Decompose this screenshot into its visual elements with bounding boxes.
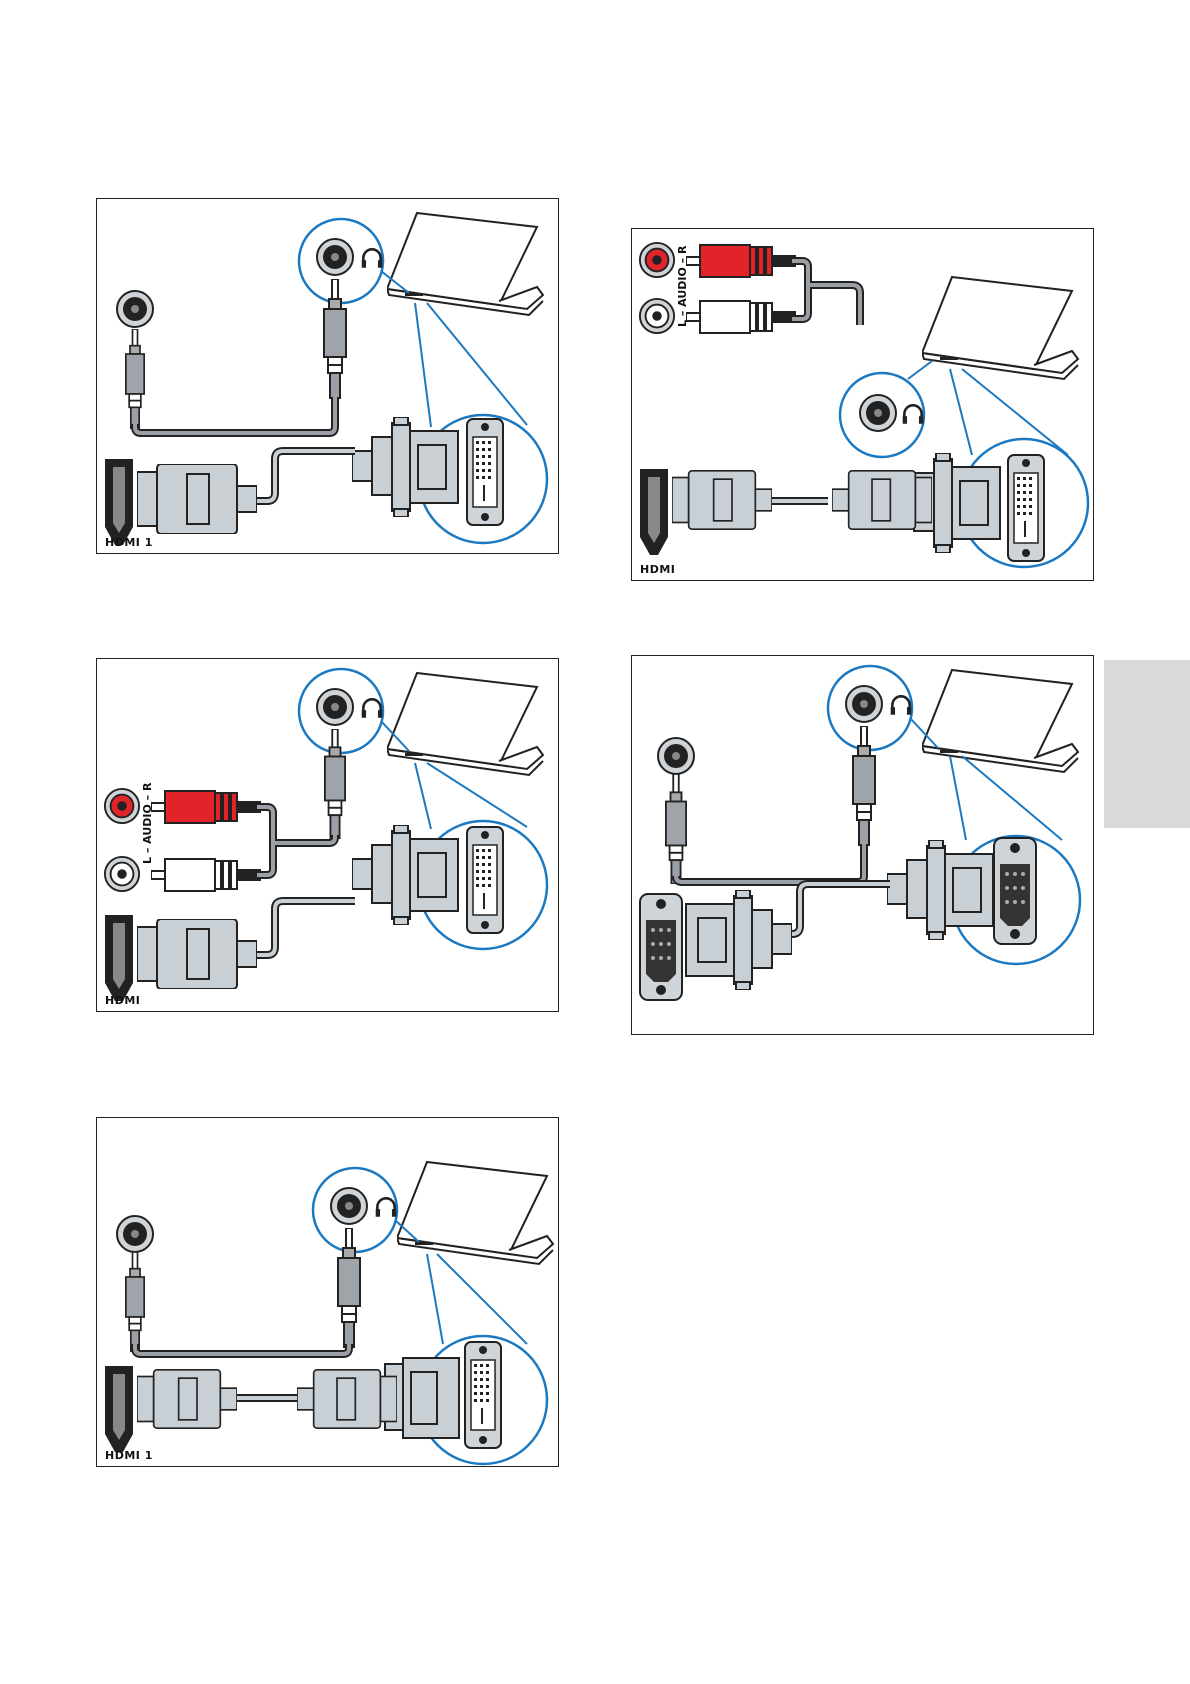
dvi-port-icon bbox=[465, 1342, 501, 1448]
panel-1-drawing bbox=[97, 199, 560, 555]
audio-jack-icon bbox=[117, 291, 153, 327]
diagram-panel-3: L – AUDIO – R HDMI bbox=[631, 228, 1094, 581]
hdmi-port-icon bbox=[640, 469, 668, 555]
rca-jack-icon bbox=[105, 857, 139, 891]
diagram-panel-5: HDMI 1 bbox=[96, 1117, 559, 1467]
hdmi-port-icon bbox=[105, 915, 133, 1001]
diagram-panel-4 bbox=[631, 655, 1094, 1035]
laptop-icon bbox=[397, 1162, 553, 1264]
port-label: HDMI bbox=[105, 994, 140, 1007]
audio-label: L – AUDIO – R bbox=[676, 246, 689, 327]
panel-3-drawing bbox=[632, 229, 1095, 582]
panel-5-drawing bbox=[97, 1118, 560, 1468]
rca-jack-icon bbox=[640, 299, 674, 333]
audio-jack-icon bbox=[846, 686, 882, 722]
rca-jack-icon bbox=[105, 789, 139, 823]
audio-jack-icon bbox=[317, 239, 353, 275]
dvi-port-icon bbox=[467, 419, 503, 525]
audio-label: L – AUDIO – R bbox=[141, 783, 154, 864]
port-label: HDMI bbox=[640, 563, 675, 576]
hdmi-port-icon bbox=[105, 459, 133, 545]
audio-jack-icon bbox=[317, 689, 353, 725]
port-label: HDMI 1 bbox=[105, 536, 153, 549]
vga-port-icon bbox=[640, 894, 682, 1000]
hdmi-port-icon bbox=[105, 1366, 133, 1452]
rca-jack-icon bbox=[640, 243, 674, 277]
laptop-icon bbox=[922, 670, 1078, 772]
panel-4-drawing bbox=[632, 656, 1095, 1036]
dvi-port-icon bbox=[1008, 455, 1044, 561]
audio-jack-icon bbox=[658, 738, 694, 774]
laptop-icon bbox=[922, 277, 1078, 379]
laptop-icon bbox=[387, 673, 543, 775]
audio-jack-icon bbox=[331, 1188, 367, 1224]
panel-2-drawing bbox=[97, 659, 560, 1013]
vga-port-icon bbox=[994, 838, 1036, 944]
diagram-panel-1: HDMI 1 bbox=[96, 198, 559, 554]
dvi-port-icon bbox=[467, 827, 503, 933]
diagram-panel-2: L – AUDIO – R HDMI bbox=[96, 658, 559, 1012]
laptop-icon bbox=[387, 213, 543, 315]
port-label: HDMI 1 bbox=[105, 1449, 153, 1462]
audio-jack-icon bbox=[860, 395, 896, 431]
section-side-tab bbox=[1104, 660, 1190, 828]
audio-jack-icon bbox=[117, 1216, 153, 1252]
